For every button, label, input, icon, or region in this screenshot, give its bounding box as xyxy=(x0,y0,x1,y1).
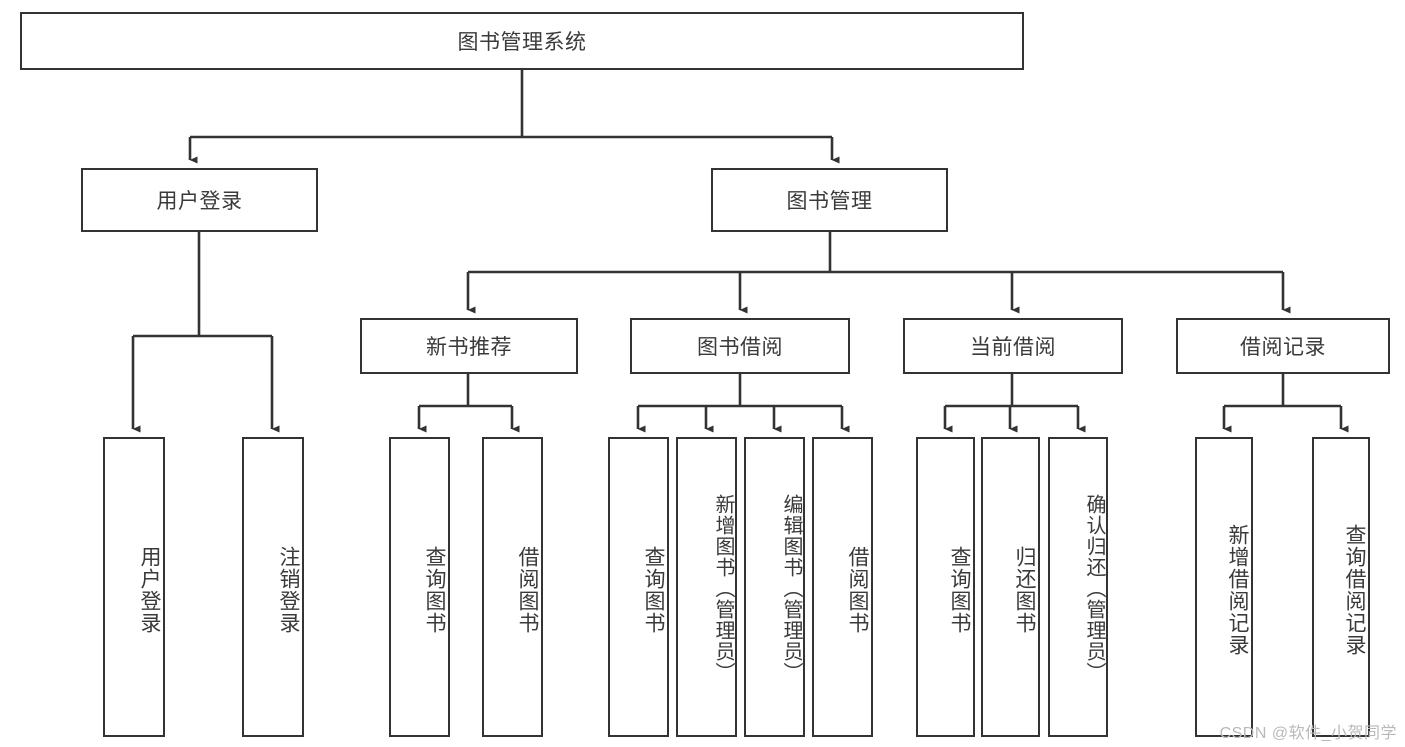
leaf-book-borrow-borrow-book[interactable]: 借阅图书 xyxy=(812,437,873,737)
node-label: 查询借阅记录 xyxy=(1343,524,1366,656)
node-label: 用户登录 xyxy=(156,190,243,213)
leaf-new-book-borrow-book[interactable]: 借阅图书 xyxy=(482,437,543,737)
node-label: 新增图书（管理员） xyxy=(712,493,734,683)
node-label: 新书推荐 xyxy=(426,336,512,359)
node-label: 图书借阅 xyxy=(697,336,783,359)
node-borrowing-record[interactable]: 借阅记录 xyxy=(1176,318,1390,374)
leaf-current-borrow-confirm-return-admin[interactable]: 确认归还（管理员） xyxy=(1048,437,1108,737)
node-user-login[interactable]: 用户登录 xyxy=(81,168,318,232)
node-label: 借阅记录 xyxy=(1240,336,1326,359)
leaf-book-borrow-query-book[interactable]: 查询图书 xyxy=(608,437,669,737)
node-label: 图书管理 xyxy=(786,190,873,213)
node-new-book-recommendation[interactable]: 新书推荐 xyxy=(360,318,578,374)
node-book-management[interactable]: 图书管理 xyxy=(711,168,948,232)
csdn-watermark: CSDN @软件_小贺同学 xyxy=(1219,725,1397,742)
leaf-user-login-logout[interactable]: 注销登录 xyxy=(242,437,304,737)
node-label: 归还图书 xyxy=(1013,546,1036,634)
node-label: 查询图书 xyxy=(423,546,446,634)
node-current-borrowing[interactable]: 当前借阅 xyxy=(903,318,1123,374)
node-label: 新增借阅记录 xyxy=(1226,524,1249,656)
leaf-current-borrow-query-book[interactable]: 查询图书 xyxy=(916,437,975,737)
node-label: 借阅图书 xyxy=(846,546,869,634)
leaf-new-book-query-book[interactable]: 查询图书 xyxy=(389,437,450,737)
node-label: 借阅图书 xyxy=(516,546,539,634)
node-label: 确认归还（管理员） xyxy=(1083,493,1105,683)
node-label: 编辑图书（管理员） xyxy=(780,493,802,683)
node-label: 图书管理系统 xyxy=(457,31,587,54)
leaf-current-borrow-return-book[interactable]: 归还图书 xyxy=(981,437,1040,737)
node-root-book-management-system[interactable]: 图书管理系统 xyxy=(20,12,1024,70)
node-label: 查询图书 xyxy=(948,546,971,634)
node-label: 注销登录 xyxy=(277,546,300,634)
leaf-borrow-record-query-record[interactable]: 查询借阅记录 xyxy=(1312,437,1370,737)
leaf-borrow-record-add-record[interactable]: 新增借阅记录 xyxy=(1195,437,1253,737)
leaf-book-borrow-add-book-admin[interactable]: 新增图书（管理员） xyxy=(676,437,737,737)
leaf-user-login-login[interactable]: 用户登录 xyxy=(103,437,165,737)
node-label: 当前借阅 xyxy=(970,336,1056,359)
leaf-book-borrow-edit-book-admin[interactable]: 编辑图书（管理员） xyxy=(744,437,805,737)
node-label: 查询图书 xyxy=(642,546,665,634)
node-label: 用户登录 xyxy=(138,546,161,634)
node-book-borrowing[interactable]: 图书借阅 xyxy=(630,318,850,374)
